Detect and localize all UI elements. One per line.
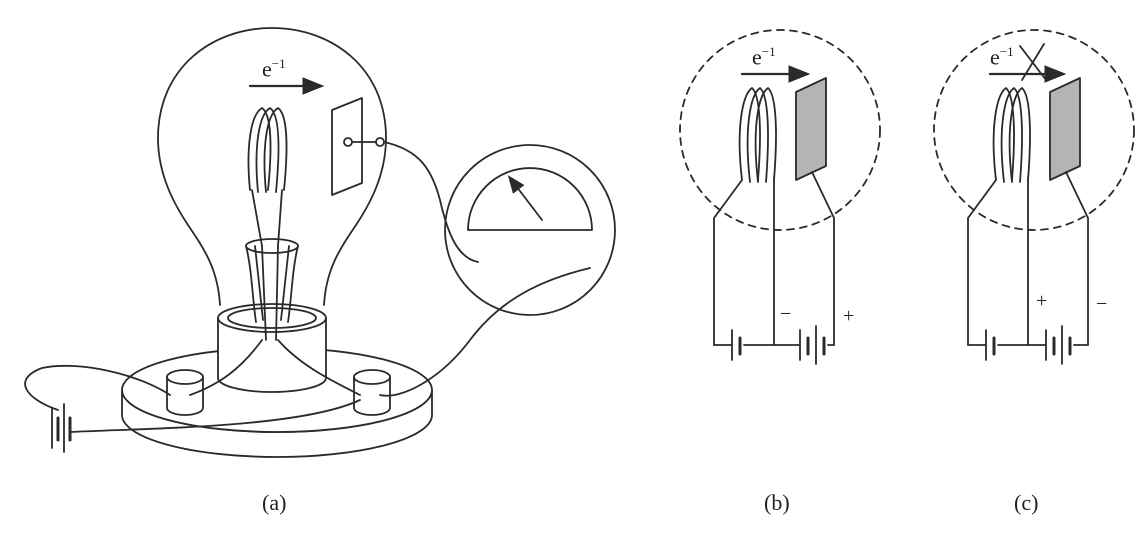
binding-post-left: [166, 369, 204, 416]
polarity-right-b: +: [843, 305, 855, 327]
caption-c: (c): [1014, 490, 1039, 515]
filament-coil-icon: [967, 87, 1031, 346]
filament-coil-icon: [247, 107, 288, 341]
polarity-left-c: +: [1036, 290, 1048, 312]
anode-plate-icon: [795, 77, 827, 181]
electron-label-b: e−1: [752, 44, 776, 70]
electron-label-a: e−1: [262, 56, 286, 82]
battery-icon: [985, 325, 1072, 365]
filament-coil-icon: [713, 87, 777, 346]
bulb-terminal: [375, 137, 385, 147]
anode-plate-icon: [1049, 77, 1081, 181]
blocked-x-icon: [1019, 43, 1047, 81]
vacuum-boundary: [933, 29, 1135, 231]
battery-icon: [51, 403, 72, 453]
bulb-socket: [217, 303, 327, 393]
caption-b: (b): [764, 490, 790, 515]
circuit-wires-a: [24, 141, 591, 433]
panel-c: [933, 29, 1135, 365]
plate-lead: [811, 171, 835, 346]
binding-post-right: [353, 369, 391, 416]
plate-lead: [1065, 171, 1089, 346]
electron-label-c: e−1: [990, 44, 1014, 70]
caption-a: (a): [262, 490, 287, 515]
battery-icon: [731, 325, 826, 365]
polarity-left-b: −: [780, 303, 792, 325]
polarity-right-c: −: [1096, 293, 1108, 315]
panel-b: [679, 29, 881, 365]
glass-stem: [245, 238, 299, 323]
panel-a: [24, 27, 616, 458]
bulb-envelope: [157, 27, 387, 306]
vacuum-boundary: [679, 29, 881, 231]
